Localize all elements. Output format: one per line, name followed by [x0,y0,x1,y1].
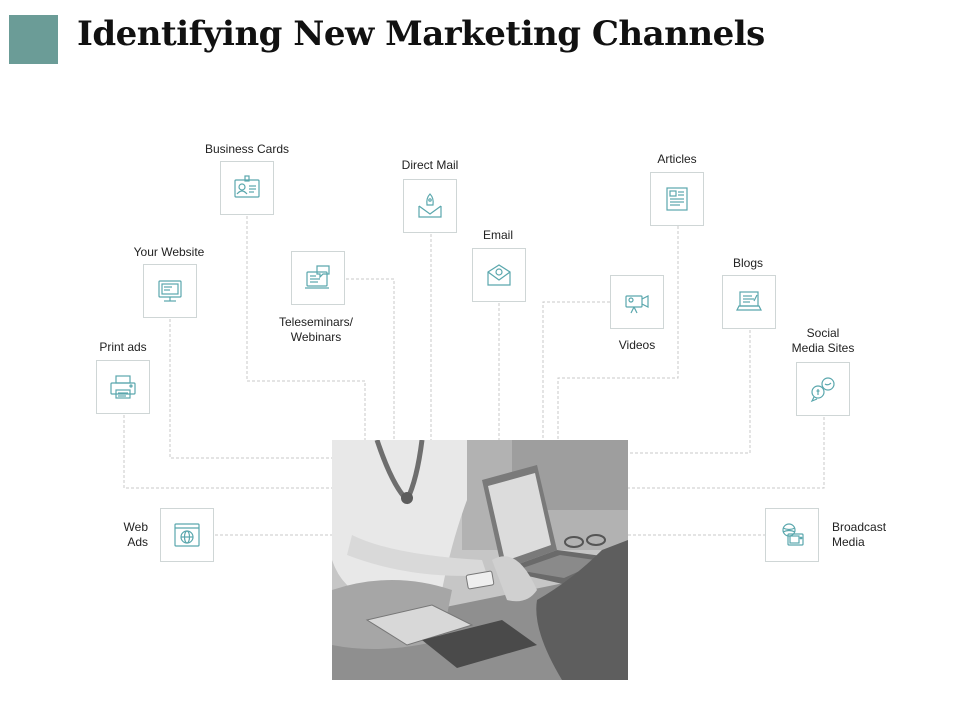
social-bubbles-icon [810,377,835,403]
title-accent-square [9,15,58,64]
label-business-cards: Business Cards [204,142,290,156]
label-direct-mail: Direct Mail [401,158,459,172]
label-teleseminars: Teleseminars/ Webinars [279,315,353,345]
label-teleseminars-line1: Teleseminars/ [278,315,354,329]
connector-videos [542,301,610,440]
connector-teleseminars [346,278,395,440]
node-articles [650,172,704,226]
globe-browser-icon [174,523,200,547]
node-social-media [796,362,850,416]
label-social-media: Social Media Sites [792,326,855,356]
broadcast-tv-icon [782,523,804,546]
page-title: Identifying New Marketing Channels [77,14,765,54]
meeting-illustration [332,440,628,680]
label-broadcast-media-line1: Broadcast [832,520,887,534]
connector-social-media [628,417,825,489]
label-videos: Videos [618,338,656,352]
video-camera-icon [625,295,649,314]
node-email [472,248,526,302]
label-web-ads-line1: Web [123,520,148,534]
node-direct-mail [403,179,457,233]
chat-screen-icon [305,265,330,289]
label-your-website: Your Website [133,245,205,259]
label-web-ads: Web Ads [100,520,148,550]
node-teleseminars [291,251,345,305]
connector-blogs [628,330,751,454]
label-broadcast-media: Broadcast Media [832,520,886,550]
newspaper-icon [666,187,688,211]
rocket-envelope-icon [418,193,442,218]
printer-icon [110,375,136,399]
label-blogs: Blogs [732,256,764,270]
connector-articles [557,226,679,440]
node-blogs [722,275,776,329]
connector-your-website [169,319,332,459]
node-business-cards [220,161,274,215]
monitor-icon [158,280,182,302]
label-broadcast-media-line2: Media [832,535,865,549]
id-card-icon [234,175,260,198]
business-meeting-photo [332,440,628,680]
label-articles: Articles [657,152,697,166]
node-your-website [143,264,197,318]
label-social-media-line2: Media Sites [791,341,855,355]
label-web-ads-line2: Ads [127,535,148,549]
label-print-ads: Print ads [99,340,147,354]
node-print-ads [96,360,150,414]
connector-business-cards [246,216,366,440]
laptop-blog-icon [736,291,762,311]
connector-print-ads [123,415,332,489]
label-email: Email [482,228,514,242]
label-social-media-line1: Social [806,326,840,340]
label-teleseminars-line2: Webinars [290,330,342,344]
node-web-ads [160,508,214,562]
node-videos [610,275,664,329]
node-broadcast-media [765,508,819,562]
at-envelope-icon [487,264,511,286]
